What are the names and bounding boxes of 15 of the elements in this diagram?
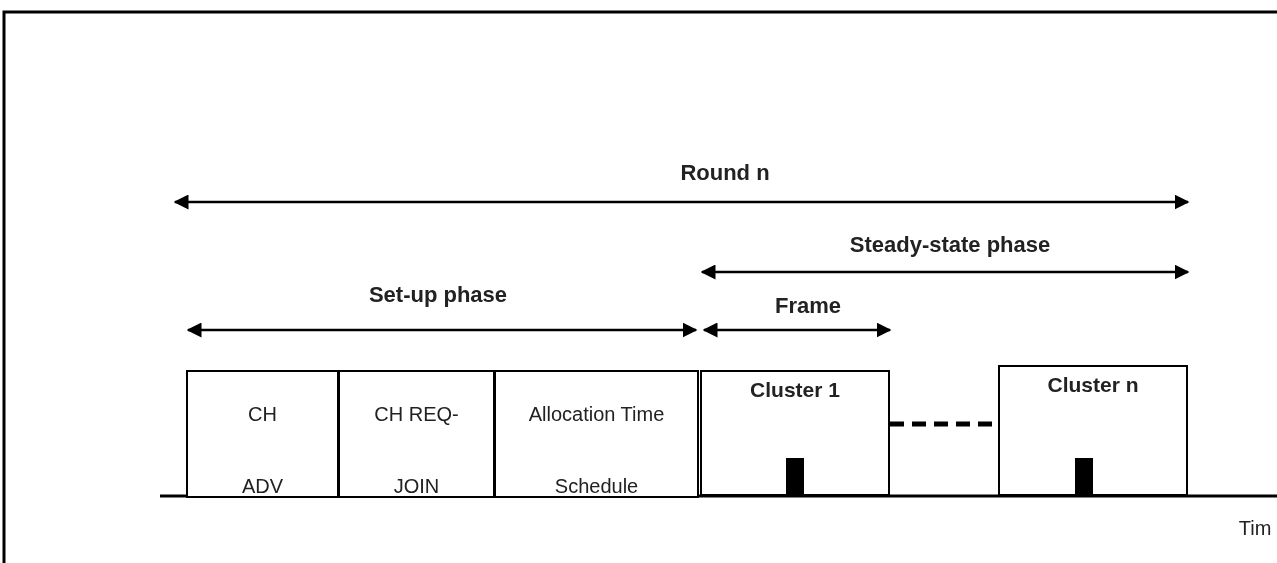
- phase-box: [338, 370, 495, 498]
- box-label: Cluster n: [1047, 373, 1139, 397]
- box-label: Cluster 1: [750, 378, 840, 402]
- dimension-label: Steady-state phase: [849, 232, 1051, 258]
- dimension-label: Round n: [680, 160, 770, 186]
- axis-label: Tim: [1238, 517, 1272, 540]
- box-label: Allocation Time Schedule: [527, 402, 666, 499]
- box-label: CH ADV: [240, 402, 285, 499]
- box-label: CH REQ-JOIN: [373, 402, 460, 499]
- phase-box: [186, 370, 339, 498]
- dimension-label: Frame: [775, 293, 841, 319]
- dimension-label: Set-up phase: [368, 282, 508, 308]
- phase-box: [700, 370, 890, 496]
- phase-box: [494, 370, 699, 498]
- phase-box: [998, 365, 1188, 496]
